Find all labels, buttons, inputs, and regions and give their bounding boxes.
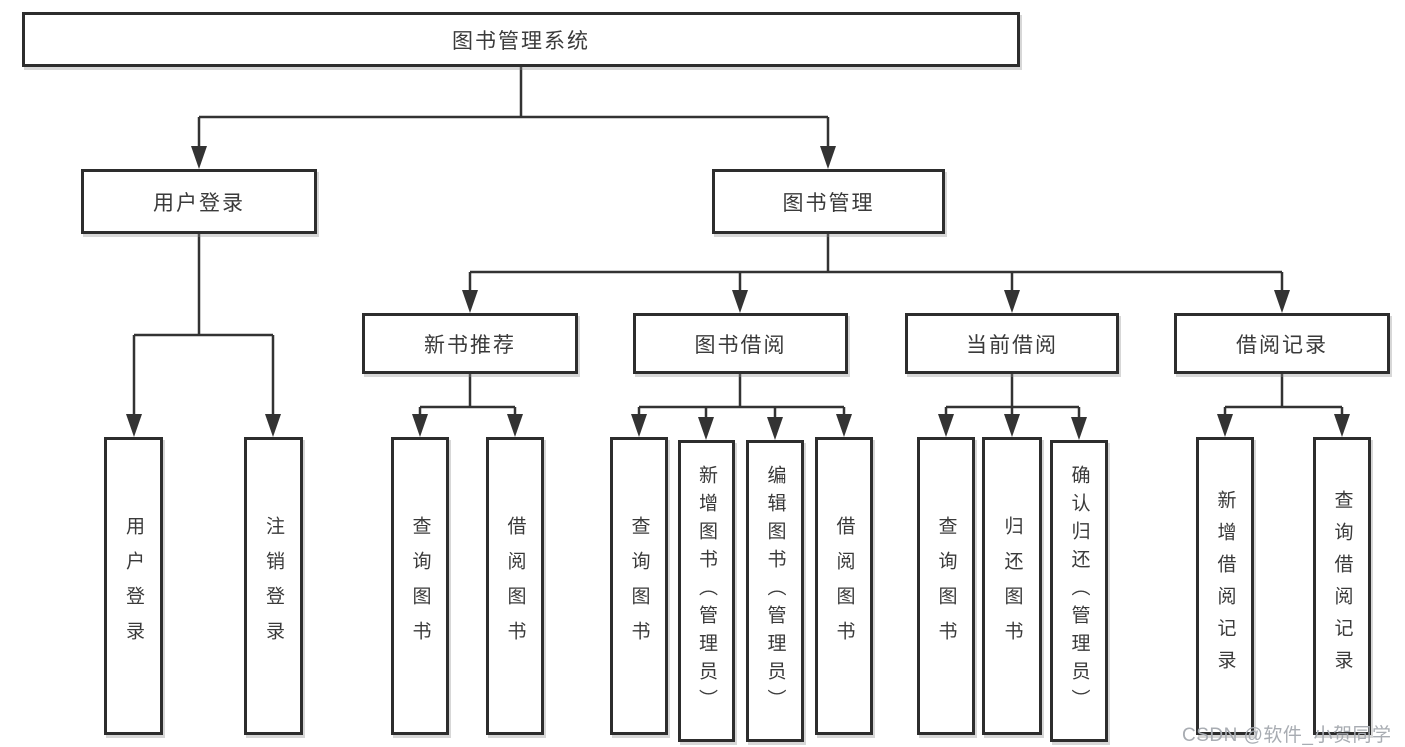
- leaf-current-query-books: 查询图书: [917, 437, 975, 735]
- node-book-borrowing: 图书借阅: [633, 313, 848, 374]
- leaf-recommend-borrow-books: 借阅图书: [486, 437, 544, 735]
- node-new-book-recommend: 新书推荐: [362, 313, 578, 374]
- connector-root-to-level2: [197, 67, 830, 146]
- connector-new-book-rec-children: [418, 374, 517, 416]
- node-current-borrowing: 当前借阅: [905, 313, 1119, 374]
- leaf-borrowing-edit-books-admin: 编辑图书（管理员）: [746, 440, 804, 742]
- connector-user-login-children: [132, 234, 275, 414]
- leaf-borrowing-add-books-admin: 新增图书（管理员）: [678, 440, 735, 742]
- leaf-records-query-borrow-record: 查询借阅记录: [1313, 437, 1371, 735]
- leaf-user-login: 用户登录: [104, 437, 163, 735]
- arrowheads: [126, 146, 1350, 440]
- node-borrowing-records: 借阅记录: [1174, 313, 1390, 374]
- leaf-records-add-borrow-record: 新增借阅记录: [1196, 437, 1254, 735]
- leaf-logout-login: 注销登录: [244, 437, 303, 735]
- leaf-recommend-query-books: 查询图书: [391, 437, 449, 735]
- csdn-watermark: CSDN @软件_小贺同学: [1182, 725, 1392, 746]
- leaf-borrowing-query-books: 查询图书: [610, 437, 668, 735]
- leaf-borrowing-borrow-books: 借阅图书: [815, 437, 873, 735]
- leaf-current-return-books: 归还图书: [982, 437, 1042, 735]
- node-user-login: 用户登录: [81, 169, 317, 234]
- connector-book-borrow-children: [637, 374, 846, 419]
- connector-current-borrow-children: [944, 374, 1081, 419]
- node-root-library-management-system: 图书管理系统: [22, 12, 1020, 67]
- connector-book-mgmt-children: [468, 234, 1284, 290]
- leaf-current-confirm-return-admin: 确认归还（管理员）: [1050, 440, 1108, 742]
- connector-borrow-records-children: [1223, 374, 1344, 416]
- node-book-management: 图书管理: [712, 169, 945, 234]
